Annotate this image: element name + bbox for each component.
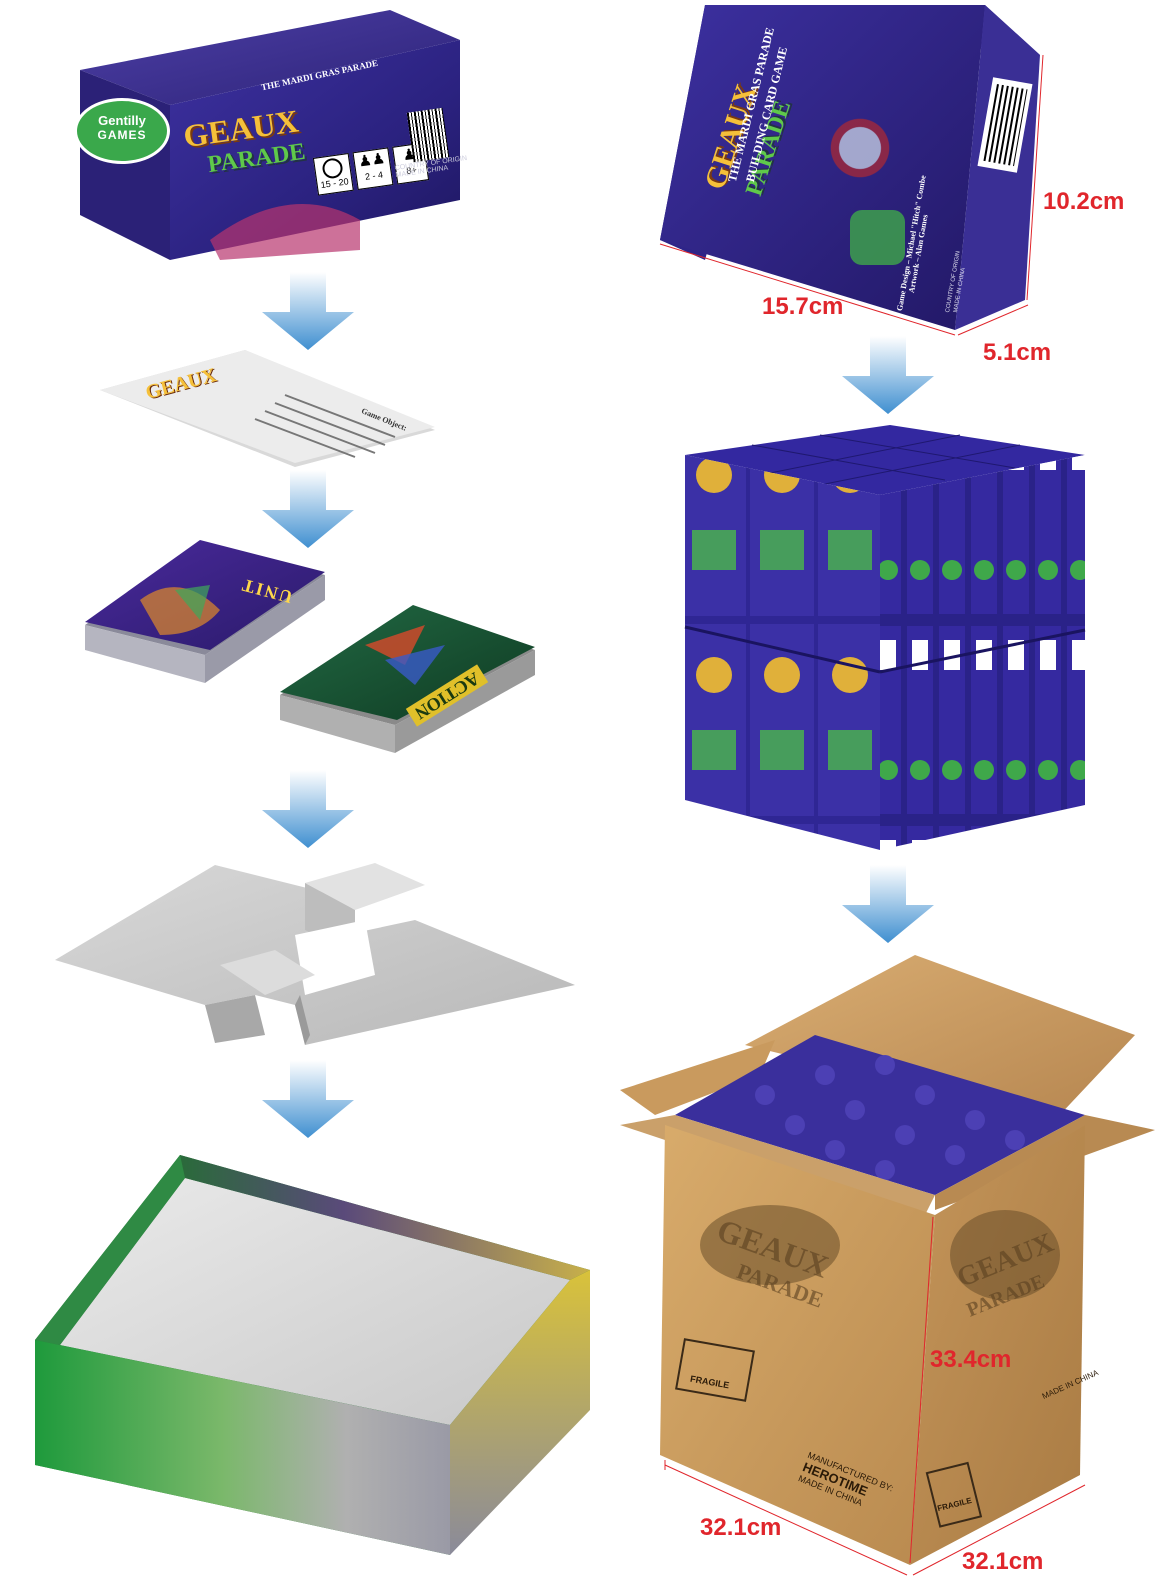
box-depth-label: 5.1cm [983,339,1052,366]
arrow-down-icon [258,770,358,850]
box-height-label: 10.2cm [1043,188,1125,215]
carton-width-label: 32.1cm [700,1514,782,1541]
game-box-side: GEAUX PARADE THE MARDI GRAS PARADE BUILD… [655,0,1055,345]
game-box-front: Gentilly GAMES GEAUX PARADE THE MARDI GR… [60,10,480,260]
barcode-icon [406,107,450,163]
carton-depth-label: 32.1cm [962,1548,1044,1575]
box-length-label: 15.7cm [762,293,844,320]
brand-line2: GAMES [97,128,147,142]
unit-card-deck: UNIT [80,540,330,685]
players-label: 2 - 4 [364,169,384,182]
green-illustration [850,210,905,265]
time-icon: 15 - 20 [312,152,354,196]
arrow-down-icon [838,336,938,416]
stacked-boxes [680,420,1090,850]
box-bottom-tray [30,1150,600,1560]
brand-line1: Gentilly [98,113,146,128]
brand-logo: Gentilly GAMES [74,98,170,164]
players-icon: ♟♟ 2 - 4 [352,147,394,191]
insert-tray [55,855,585,1055]
arrow-down-icon [258,272,358,352]
arrow-down-icon [838,865,938,945]
carton-height-label: 33.4cm [930,1346,1012,1373]
robot-illustration [820,100,900,220]
arrow-down-icon [258,1060,358,1140]
shipping-carton: GEAUX PARADE GEAUX PARADE FRAGILE FRAGIL… [615,955,1160,1580]
rule-sheet: GEAUX Game Object: [95,345,440,470]
arrow-down-icon [258,470,358,550]
time-label: 15 - 20 [320,176,350,191]
action-card-deck: ACTION [275,605,540,755]
